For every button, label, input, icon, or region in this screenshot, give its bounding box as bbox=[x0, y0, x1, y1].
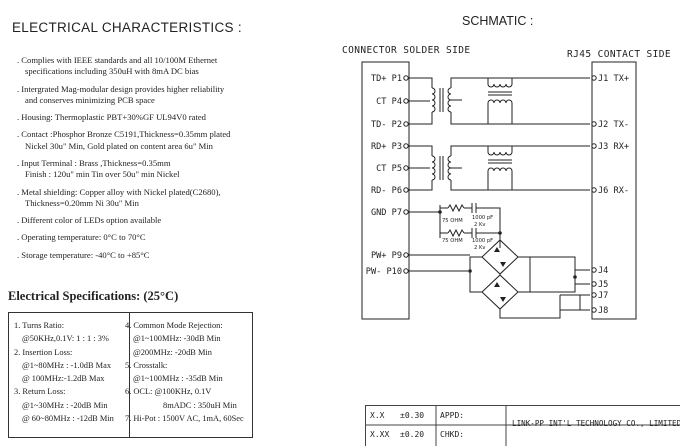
cap-rating-label: 2 Kv bbox=[474, 222, 485, 228]
pin-label: TD+ P1 bbox=[371, 74, 402, 84]
feature-item-cont: Thickness=0.20mm Ni 30u" Min bbox=[25, 198, 139, 209]
feature-item: . Metal shielding: Copper alloy with Nic… bbox=[17, 186, 221, 197]
rj45-side-label: RJ45 CONTACT SIDE bbox=[567, 49, 672, 60]
resistor-label: 75 OHM bbox=[442, 238, 463, 244]
spec-col-left: 1. Turns Ratio: @50KHz,0.1V: 1 : 1 : 3% … bbox=[14, 319, 114, 425]
spec-line: @50KHz,0.1V: 1 : 1 : 3% bbox=[22, 334, 109, 344]
spec-divider bbox=[129, 313, 130, 437]
feature-item-cont: and conserves minimizing PCB space bbox=[25, 95, 155, 106]
features-list: . Complies with IEEE standards and all 1… bbox=[17, 55, 317, 261]
tolerance-xx-label: X.X bbox=[370, 411, 385, 420]
spec-line: 8mADC : 350uH Min bbox=[163, 400, 237, 410]
spec-line: 1. Turns Ratio: bbox=[14, 321, 65, 330]
spec-col-right: 4. Common Mode Rejection: @1~100MHz: -30… bbox=[125, 319, 244, 425]
feature-item: . Different color of LEDs option availab… bbox=[17, 215, 162, 226]
connector-side-label: CONNECTOR SOLDER SIDE bbox=[342, 45, 471, 56]
spec-line: @ 60~80MHz : -12dB Min bbox=[22, 414, 114, 424]
pin-label: J5 bbox=[598, 280, 608, 290]
spec-line: @ 100MHz:-1.2dB Max bbox=[22, 374, 105, 384]
spec-line: 5. Crosstalk: bbox=[125, 360, 168, 370]
spec-line: @1~100MHz : -35dB Min bbox=[133, 374, 223, 384]
feature-item: . Input Terminal : Brass ,Thickness=0.35… bbox=[17, 158, 171, 169]
pin-label: PW- P10 bbox=[366, 267, 402, 277]
pin-label: RD+ P3 bbox=[371, 142, 402, 152]
feature-item: . Intergrated Mag-modular design provide… bbox=[17, 83, 225, 94]
pin-label: J3 RX+ bbox=[598, 142, 629, 152]
company-name: LINK-PP INT'L TECHNOLOGY CO., LIMITED bbox=[512, 419, 680, 428]
spec-line: 6. OCL: @100KHz, 0.1V bbox=[125, 387, 212, 397]
spec-title: Electrical Specifications: (25°C) bbox=[8, 289, 179, 303]
feature-item: . Housing: Thermoplastic PBT+30%GF UL94V… bbox=[17, 112, 206, 123]
feature-item: . Storage temperature: -40°C to +85°C bbox=[17, 249, 150, 260]
pin-label: J1 TX+ bbox=[598, 74, 629, 84]
approved-label: APPD: bbox=[440, 411, 465, 420]
spec-line: @200MHz: -20dB Min bbox=[133, 347, 212, 357]
feature-item: . Operating temperature: 0°C to 70°C bbox=[17, 232, 146, 243]
spec-line: @1~100MHz: -30dB Min bbox=[133, 334, 221, 344]
pin-label: CT P4 bbox=[376, 97, 402, 107]
spec-table: 1. Turns Ratio: @50KHz,0.1V: 1 : 1 : 3% … bbox=[8, 312, 253, 438]
cap-value-label: 1000 pF bbox=[472, 238, 493, 244]
pin-label: TD- P2 bbox=[371, 120, 402, 130]
title-block: X.X ±0.30 X.XX ±0.20 APPD: CHKD: LINK-PP… bbox=[365, 405, 680, 446]
tolerance-xx-value: ±0.30 bbox=[400, 411, 425, 420]
section-title: ELECTRICAL CHARACTERISTICS : bbox=[12, 20, 242, 35]
spec-line: @1~30MHz : -20dB Min bbox=[22, 400, 108, 410]
tolerance-xxx-label: X.XX bbox=[370, 430, 390, 439]
pin-label: CT P5 bbox=[376, 164, 402, 174]
tolerance-xxx-value: ±0.20 bbox=[400, 430, 425, 439]
resistor-label: 75 OHM bbox=[442, 218, 463, 224]
feature-item-cont: Finish : 120u" min Tin over 50u" min Nic… bbox=[25, 169, 180, 180]
spec-line: 4. Common Mode Rejection: bbox=[125, 321, 223, 330]
spec-line: 3. Return Loss: bbox=[14, 387, 66, 397]
cap-rating-label: 2 Kv bbox=[474, 245, 485, 251]
pin-label: J7 bbox=[598, 291, 608, 301]
pin-label: J2 TX- bbox=[598, 120, 629, 130]
spec-line: 2. Insertion Loss: bbox=[14, 347, 73, 357]
schematic-title: SCHMATIC : bbox=[462, 14, 534, 28]
pin-label: J8 bbox=[598, 306, 608, 316]
feature-item-cont: Nickel 30u" Min, Gold plated on content … bbox=[25, 140, 213, 151]
feature-item-cont: specifications including 350uH with 8mA … bbox=[25, 66, 199, 77]
pin-label: PW+ P9 bbox=[371, 251, 402, 261]
cap-value-label: 1000 pF bbox=[472, 215, 493, 221]
pin-label: GND P7 bbox=[371, 208, 402, 218]
pin-label: J6 RX- bbox=[598, 186, 629, 196]
feature-item: . Contact :Phosphor Bronze C5191,Thickne… bbox=[17, 129, 231, 140]
spec-line: 7. Hi-Pot : 1500V AC, 1mA, 60Sec bbox=[125, 414, 244, 424]
feature-item: . Complies with IEEE standards and all 1… bbox=[17, 55, 218, 65]
checked-label: CHKD: bbox=[440, 430, 465, 439]
spec-line: @1~80MHz : -1.0dB Max bbox=[22, 360, 112, 370]
pin-label: RD- P6 bbox=[371, 186, 402, 196]
pin-label: J4 bbox=[598, 266, 608, 276]
